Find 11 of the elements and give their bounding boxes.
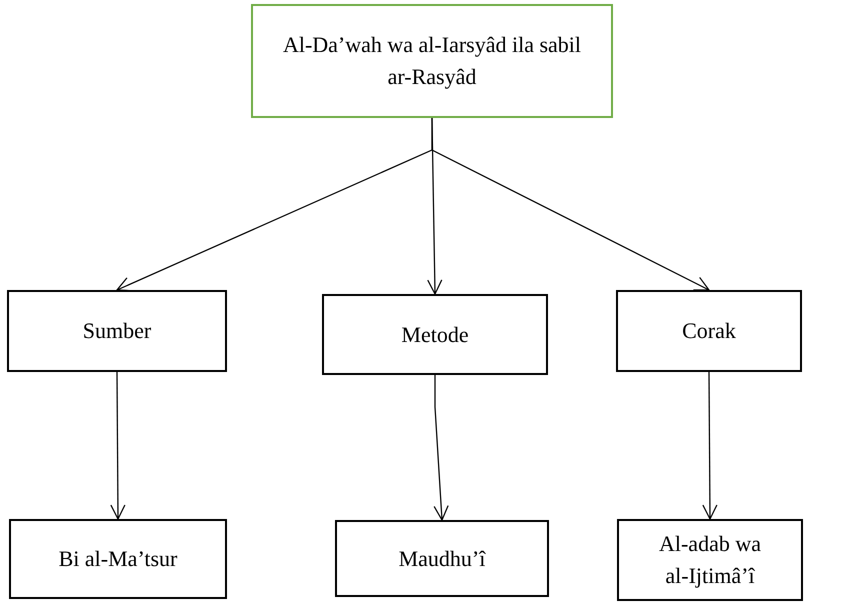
arrow bbox=[110, 372, 126, 520]
category-box: Metode bbox=[322, 294, 548, 375]
category-box: Sumber bbox=[7, 290, 227, 372]
category-box: Bi al-Ma’tsur bbox=[9, 519, 227, 599]
arrow bbox=[434, 375, 449, 521]
arrow bbox=[702, 372, 718, 520]
category-box: Maudhu’î bbox=[335, 520, 549, 597]
category-box: Al-adab wa al-Ijtimâ’î bbox=[617, 519, 803, 601]
category-box: Corak bbox=[616, 290, 802, 372]
title-box: Al-Da’wah wa al-Iarsyâd ila sabil ar-Rasyâd bbox=[251, 4, 613, 118]
arrow bbox=[431, 118, 710, 291]
